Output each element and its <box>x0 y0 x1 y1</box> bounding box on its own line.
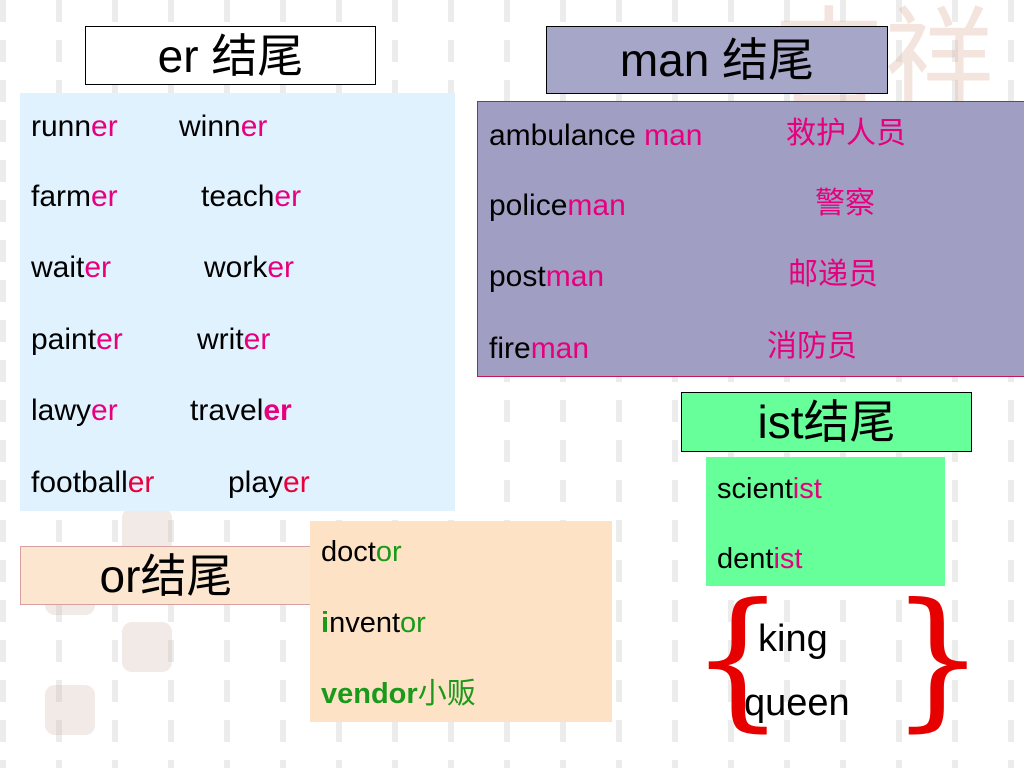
word-suffix: or <box>375 536 402 568</box>
er-panel: runner winner farmer teacher waiter work… <box>20 93 455 511</box>
man-title-text: man 结尾 <box>619 34 815 86</box>
list-item: worker <box>204 253 294 283</box>
list-item: runner <box>31 112 118 142</box>
list-item: player <box>228 468 310 498</box>
list-item: fireman <box>489 334 589 364</box>
word-suffix: er <box>243 323 271 356</box>
word-suffix: man <box>545 260 605 293</box>
word-suffix: ist <box>792 473 822 505</box>
list-item: policeman <box>489 191 626 221</box>
word-suffix: er <box>127 466 155 499</box>
word-suffix: man <box>530 332 590 365</box>
word-stem: football <box>31 466 128 499</box>
list-item: teacher <box>201 182 301 212</box>
word-stem: scient <box>717 473 793 505</box>
word-stem: writ <box>197 323 244 356</box>
man-panel: ambulance man 救护人员 policeman 警察 postman … <box>477 101 1024 377</box>
word-stem: lawy <box>31 394 92 427</box>
list-item: waiter <box>31 253 111 283</box>
left-brace: { <box>690 572 786 746</box>
word-stem: teach <box>201 180 275 213</box>
word-suffix: er <box>91 110 118 143</box>
word-suffix: er <box>91 394 118 427</box>
list-item: lawyer <box>31 396 118 426</box>
word-suffix: er <box>84 251 112 284</box>
word-stem: doct <box>321 536 376 568</box>
word-prefix: i <box>321 607 330 639</box>
word-suffix: er <box>263 394 292 427</box>
list-item: postman <box>489 262 604 292</box>
list-item: dentist <box>717 545 802 574</box>
word-suffix: er <box>267 251 295 284</box>
word-stem: ambulance <box>489 119 645 152</box>
ist-title-text: ist结尾 <box>757 396 896 448</box>
word-meaning: 邮递员 <box>788 257 878 292</box>
word-stem: runn <box>31 110 92 143</box>
list-item: farmer <box>31 182 118 212</box>
word-stem: police <box>489 189 568 222</box>
or-panel: doctor inventor vendor小贩 <box>310 521 612 722</box>
seal-stamp <box>45 685 95 735</box>
list-item: vendor小贩 <box>321 679 476 709</box>
word-meaning: 救护人员 <box>786 116 906 151</box>
or-title: or结尾 <box>20 546 312 605</box>
man-title: man 结尾 <box>546 26 888 94</box>
other-word-king: king <box>758 618 828 660</box>
word-meaning: 警察 <box>815 186 875 221</box>
ist-title: ist结尾 <box>681 392 972 452</box>
word-suffix: er <box>240 110 268 143</box>
word-stem: work <box>204 251 268 284</box>
word-suffix: ist <box>773 543 803 575</box>
word-stem: nvent <box>329 607 401 639</box>
list-item: footballer <box>31 468 154 498</box>
ist-panel: scientist dentist <box>706 457 945 586</box>
list-item: inventor <box>321 609 426 638</box>
seal-stamp <box>122 622 172 672</box>
word-stem: travel <box>190 394 264 427</box>
word-stem: fire <box>489 332 531 365</box>
list-item: painter <box>31 325 123 355</box>
other-word-queen: queen <box>744 682 850 724</box>
word-stem: wait <box>31 251 85 284</box>
list-item: doctor <box>321 538 402 567</box>
word-meaning: 消防员 <box>767 329 857 364</box>
word-suffix: or <box>400 607 426 639</box>
word-suffix: er <box>91 180 118 213</box>
word-suffix: er <box>96 323 123 356</box>
word-suffix: er <box>274 180 302 213</box>
word-suffix: man <box>567 189 626 222</box>
list-item: writer <box>197 325 270 355</box>
or-title-text: or结尾 <box>99 549 233 602</box>
word-suffix: er <box>283 466 310 499</box>
list-item: traveler <box>190 396 292 426</box>
er-title-text: er 结尾 <box>157 29 304 82</box>
list-item: scientist <box>717 475 822 504</box>
word-stem: vendor <box>321 678 418 710</box>
word-stem: farm <box>31 180 91 213</box>
list-item: winner <box>179 112 267 142</box>
word-suffix: man <box>644 119 703 152</box>
right-brace: } <box>890 572 986 746</box>
word-stem: paint <box>31 323 97 356</box>
list-item: ambulance man <box>489 121 702 151</box>
word-stem: winn <box>179 110 241 143</box>
er-title: er 结尾 <box>85 26 376 85</box>
word-stem: post <box>489 260 546 293</box>
word-meaning: 小贩 <box>417 676 476 710</box>
word-stem: play <box>228 466 284 499</box>
word-stem: dent <box>717 543 774 575</box>
